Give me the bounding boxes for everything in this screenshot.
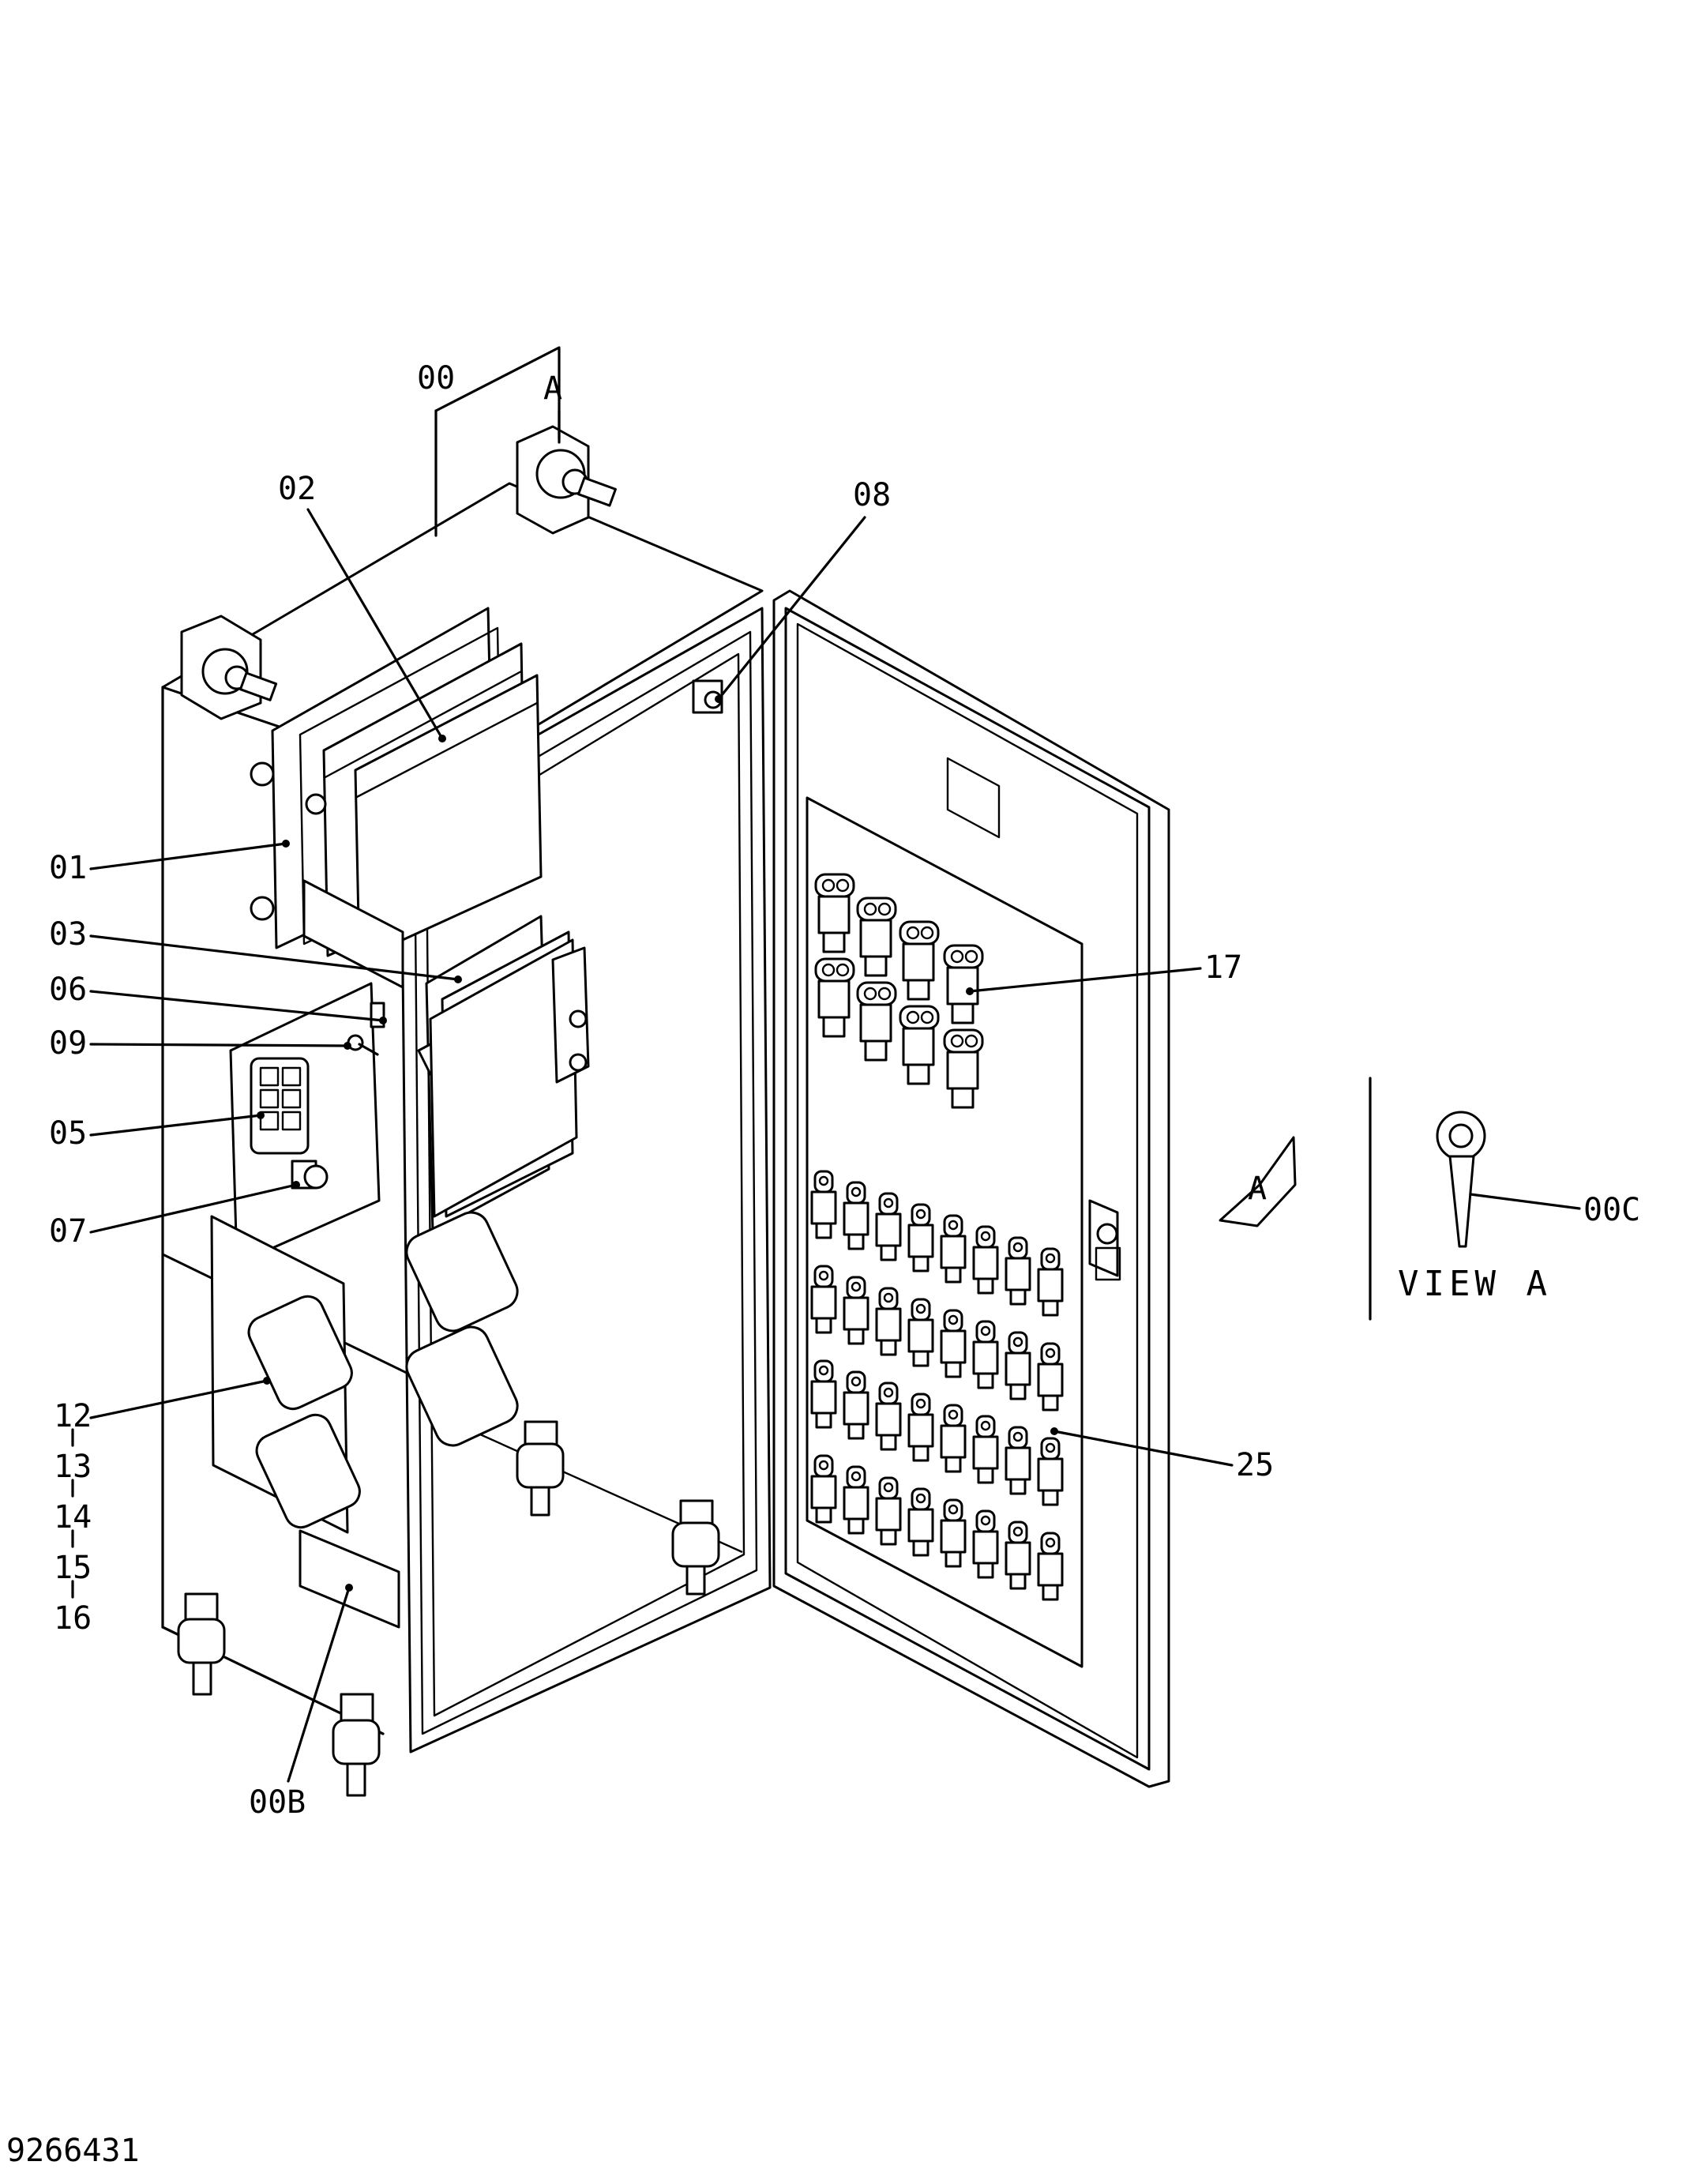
fuse	[1037, 1437, 1064, 1506]
fuse	[1005, 1426, 1031, 1495]
fuse	[810, 1454, 837, 1524]
callout-02: 02	[278, 471, 316, 507]
fuse	[907, 1487, 934, 1557]
fuse	[1037, 1247, 1064, 1317]
relay	[856, 897, 897, 977]
callout-08: 08	[853, 477, 891, 513]
callout-14: 14	[54, 1499, 92, 1536]
callout-06: 06	[49, 972, 87, 1008]
fuse	[940, 1404, 967, 1473]
fuse	[940, 1309, 967, 1378]
callout-09: 09	[49, 1025, 87, 1062]
left-relay-panel	[229, 982, 385, 1265]
relay	[856, 981, 897, 1062]
fuse	[907, 1203, 934, 1272]
fuse	[1037, 1532, 1064, 1601]
leader-lines	[71, 346, 1581, 1783]
bottom-mounts	[177, 1420, 720, 1797]
fuse	[843, 1465, 869, 1535]
relay	[899, 920, 940, 1001]
fuse	[972, 1320, 999, 1389]
view-arrow-label: A	[1248, 1171, 1267, 1207]
fuse	[843, 1370, 869, 1440]
fuse	[843, 1276, 869, 1345]
fuse	[875, 1192, 902, 1261]
callout-13: 13	[54, 1449, 92, 1485]
callout-12: 12	[54, 1398, 92, 1434]
callout-05: 05	[49, 1115, 87, 1152]
top-mount-brackets	[180, 425, 617, 720]
figure-number: 9266431	[6, 2133, 140, 2169]
callout-07: 07	[49, 1213, 87, 1250]
fuse	[810, 1265, 837, 1334]
relay-array-17	[814, 873, 984, 1109]
callout-03: 03	[49, 916, 87, 953]
lower-components	[177, 679, 723, 1797]
fuse	[875, 1287, 902, 1356]
fuse	[972, 1225, 999, 1295]
fuse	[1005, 1236, 1031, 1306]
callout-labels: 00 A 02 08 01 03 06 09 05 07 17 25 12 13…	[6, 360, 1640, 2169]
fuse	[907, 1393, 934, 1462]
fuse	[810, 1170, 837, 1239]
callout-A: A	[543, 370, 562, 407]
relay	[814, 873, 855, 953]
fuse	[1005, 1521, 1031, 1590]
callout-25: 25	[1236, 1447, 1274, 1483]
controller-units	[250, 607, 543, 989]
relay	[899, 1005, 940, 1085]
fuse	[1005, 1331, 1031, 1400]
callout-17: 17	[1204, 949, 1242, 986]
view-arrow	[1219, 1136, 1297, 1227]
fuse	[940, 1498, 967, 1568]
callout-15: 15	[54, 1550, 92, 1586]
fuse	[875, 1476, 902, 1546]
fuse-array-25	[810, 1170, 1064, 1601]
fuse	[1037, 1342, 1064, 1412]
callout-00C: 00C	[1583, 1192, 1640, 1228]
fuse	[843, 1181, 869, 1250]
callout-16: 16	[54, 1600, 92, 1637]
fuse	[875, 1381, 902, 1451]
view-a-detail	[1219, 1077, 1486, 1321]
view-a-caption: VIEW A	[1398, 1264, 1552, 1304]
fuse	[972, 1509, 999, 1579]
controller-03	[417, 915, 590, 1234]
callout-00: 00	[417, 360, 455, 397]
fuse	[810, 1359, 837, 1429]
fuse	[972, 1415, 999, 1484]
relay	[943, 944, 984, 1024]
callout-01: 01	[49, 850, 87, 886]
relay	[814, 957, 855, 1038]
fuse	[940, 1214, 967, 1284]
cabinet-door	[772, 589, 1170, 1788]
fuse	[907, 1298, 934, 1367]
callout-00B: 00B	[249, 1784, 306, 1821]
relay	[943, 1028, 984, 1109]
